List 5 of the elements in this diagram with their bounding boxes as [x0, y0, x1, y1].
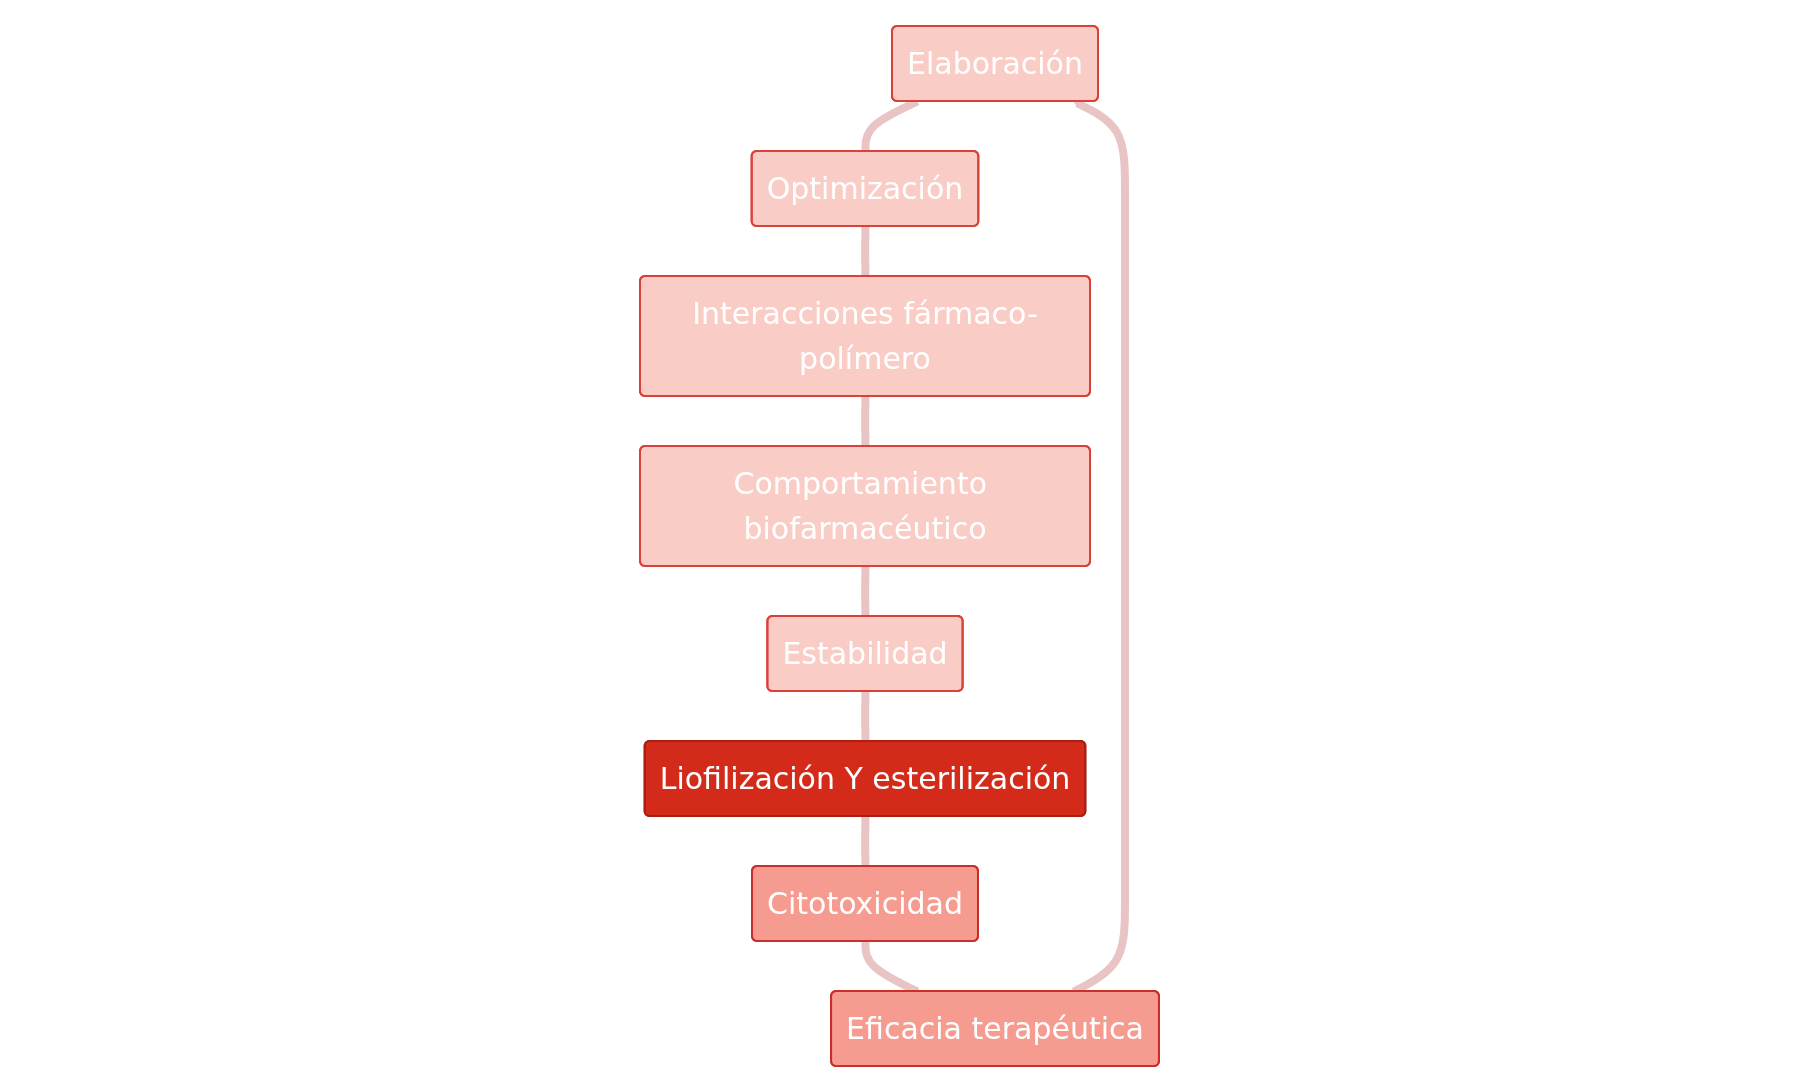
connector	[860, 565, 869, 617]
connector	[860, 815, 869, 867]
connector	[860, 225, 869, 277]
connector	[860, 395, 869, 447]
connector	[860, 690, 869, 742]
